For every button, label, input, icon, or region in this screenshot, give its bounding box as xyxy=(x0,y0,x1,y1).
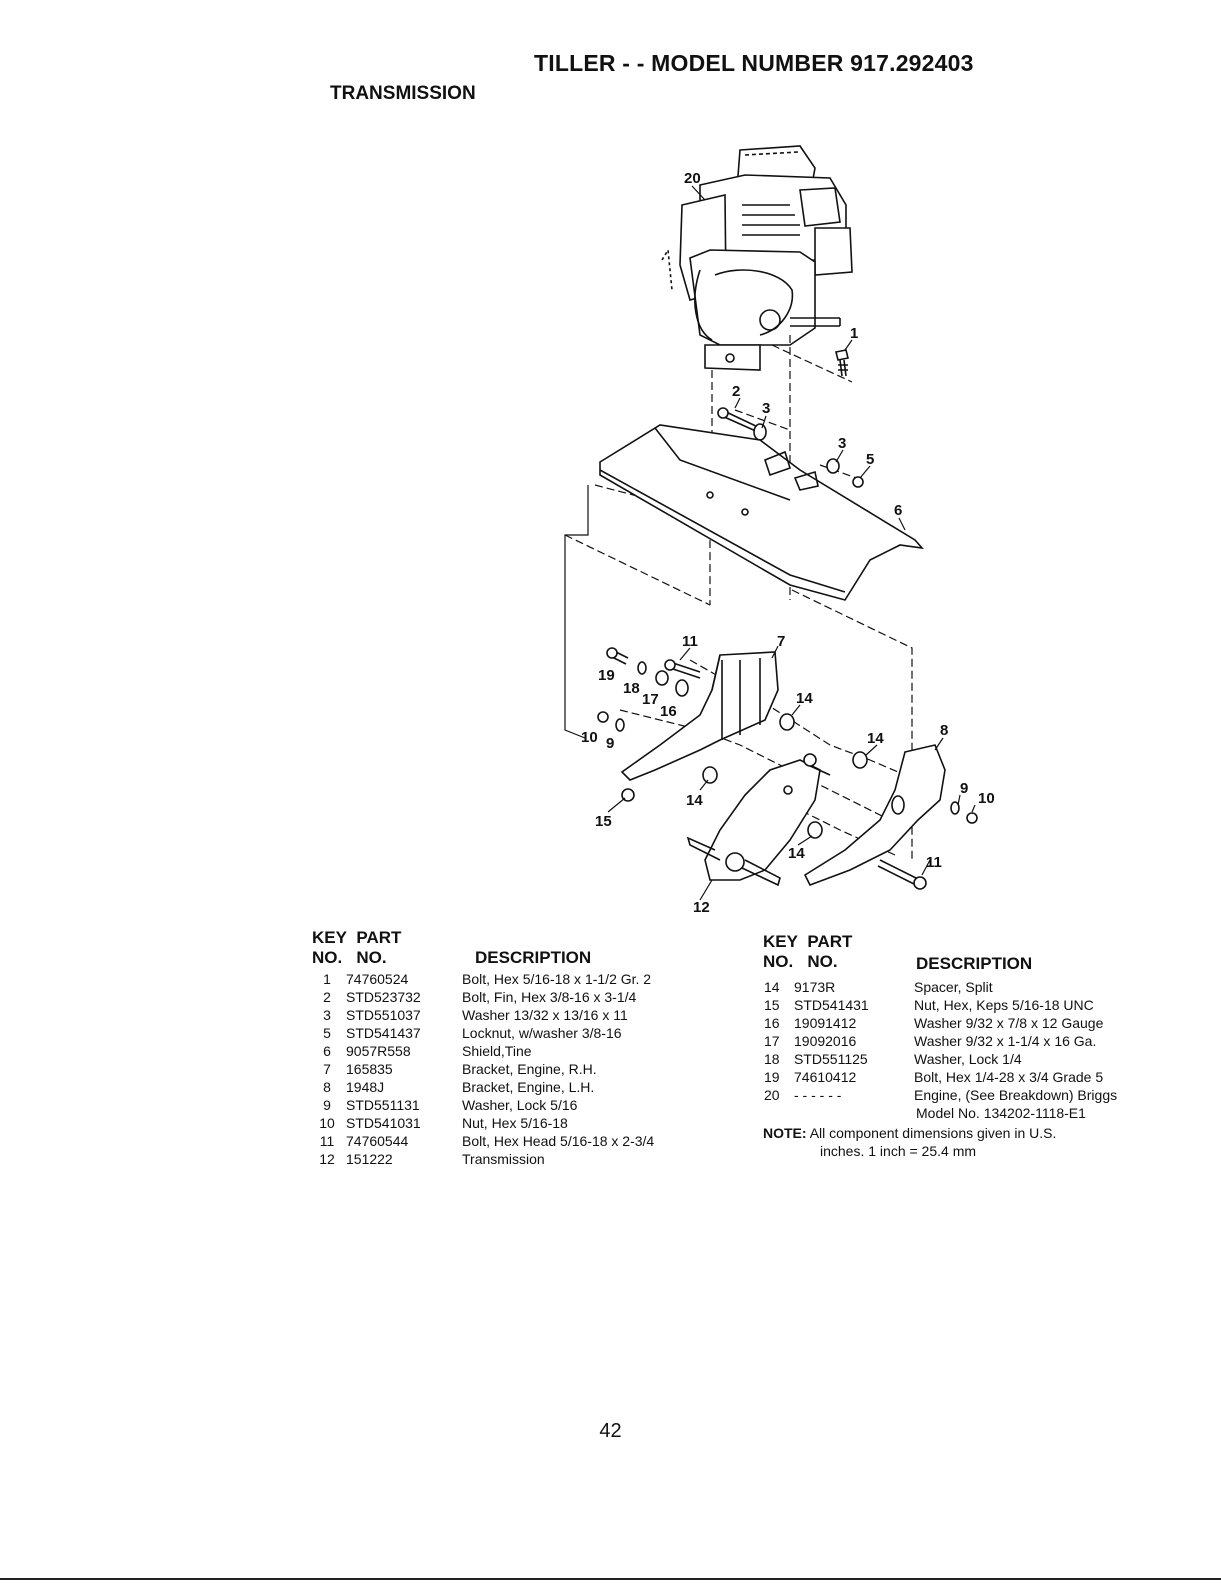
callout-label: 14 xyxy=(686,792,703,809)
header-key: KEY xyxy=(312,928,347,947)
callout-label: 2 xyxy=(732,383,740,400)
note-line-1: All component dimensions given in U.S. xyxy=(809,1125,1057,1141)
callout-label: 6 xyxy=(894,502,902,519)
header-key: KEY xyxy=(763,932,798,951)
page-number: 42 xyxy=(599,1420,622,1442)
bottom-rule xyxy=(0,1578,1221,1580)
transmission xyxy=(686,753,831,887)
header-no: NO. xyxy=(763,952,794,971)
note-line-2: inches. 1 inch = 25.4 mm xyxy=(820,1143,977,1159)
callout-label: 17 xyxy=(642,691,659,708)
callout-labels: 20 1 2 3 3 5 6 11 7 19 18 17 16 14 10 9 … xyxy=(581,170,995,916)
callout-label: 16 xyxy=(660,703,677,720)
callout-label: 8 xyxy=(940,722,948,739)
callout-label: 9 xyxy=(606,735,614,752)
page-title: TILLER - - MODEL NUMBER 917.292403 xyxy=(534,50,974,76)
callout-label: 11 xyxy=(682,633,698,650)
tine-shield xyxy=(599,424,925,601)
table-row: 20- - - - - -Engine, (See Breakdown) Bri… xyxy=(764,1087,1118,1103)
header-part: PART xyxy=(356,928,402,947)
callout-label: 19 xyxy=(598,667,615,684)
callout-label: 5 xyxy=(866,451,874,468)
note-label: NOTE: xyxy=(763,1125,807,1141)
callout-label: 14 xyxy=(867,730,884,747)
callout-label: 3 xyxy=(762,400,770,417)
left-table-header: KEY PART NO. NO. xyxy=(312,928,401,968)
callout-label: 11 xyxy=(926,854,942,871)
right-table-header: KEY PART NO. NO. xyxy=(763,932,852,972)
header-no: NO. xyxy=(807,952,838,971)
callout-label: 18 xyxy=(623,680,640,697)
callout-label: 10 xyxy=(581,729,598,746)
bolt-1 xyxy=(835,349,849,377)
table-row-continuation: Model No. 134202-1118-E1 xyxy=(916,1105,1086,1121)
section-title: TRANSMISSION xyxy=(330,83,476,104)
engine-illustration xyxy=(661,145,853,371)
header-part: PART xyxy=(807,932,853,951)
callout-label: 10 xyxy=(978,790,995,807)
right-description-header: DESCRIPTION xyxy=(916,954,1033,973)
callout-label: 3 xyxy=(838,435,846,452)
callout-label: 9 xyxy=(960,780,968,797)
engine-bracket-rh xyxy=(620,651,779,781)
left-description-header: DESCRIPTION xyxy=(475,948,592,967)
callout-label: 7 xyxy=(777,633,785,650)
engine-bracket-lh xyxy=(803,744,946,887)
header-no: NO. xyxy=(356,948,387,967)
callout-label: 14 xyxy=(796,690,813,707)
callout-label: 12 xyxy=(693,899,710,916)
callout-label: 20 xyxy=(684,170,701,187)
exploded-parts-diagram: 20 1 2 3 3 5 6 11 7 19 18 17 16 14 10 9 … xyxy=(564,145,995,916)
callout-label: 15 xyxy=(595,813,612,830)
note: NOTE: All component dimensions given in … xyxy=(763,1124,1056,1142)
callout-label: 14 xyxy=(788,845,805,862)
callout-label: 1 xyxy=(850,325,858,342)
header-no: NO. xyxy=(312,948,343,967)
